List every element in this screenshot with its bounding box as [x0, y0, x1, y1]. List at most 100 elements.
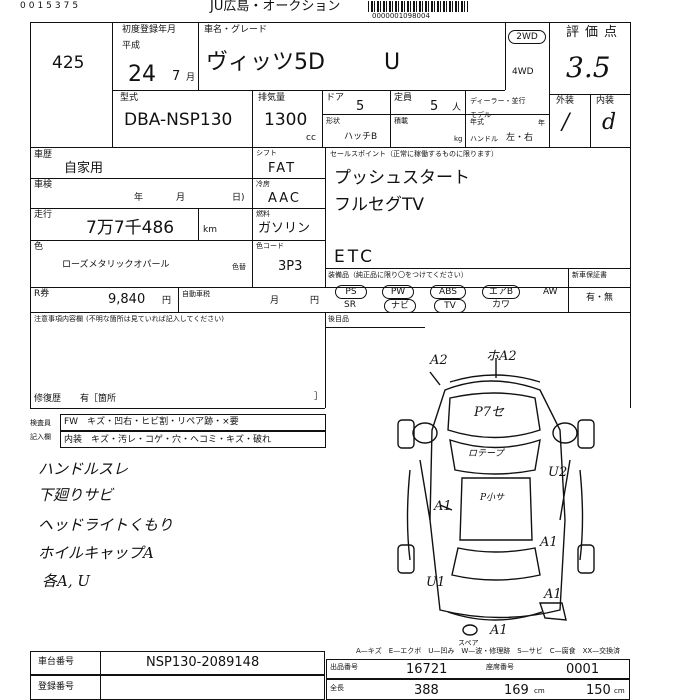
mark-left-door: A1 — [434, 499, 452, 514]
shift-label: シフト — [256, 149, 277, 157]
registration-year: 24 — [128, 62, 156, 87]
recycle-label: R券 — [34, 289, 50, 299]
drive-2wd: 2WD — [508, 30, 546, 44]
mark-right-rear: A1 — [540, 535, 558, 550]
tax-month-unit: 月 — [270, 296, 280, 306]
color-value: ローズメタリックオパール — [62, 260, 170, 270]
inspection-day: 日) — [232, 193, 245, 203]
mark-grille: ロテープ — [468, 449, 504, 459]
equip-abs: ABS — [430, 285, 466, 299]
lot-divider — [112, 22, 113, 147]
doors-value: 5 — [356, 99, 365, 114]
inspection-year: 年 — [134, 193, 144, 203]
height-unit: cm — [534, 687, 545, 695]
exhibitor-label: 出品番号 — [330, 663, 358, 671]
color-paint-label: 色替 — [232, 263, 246, 271]
handle-value: 左・右 — [506, 133, 534, 143]
score-label: 評価点 — [566, 25, 624, 40]
registration-label: 初度登録年月 — [122, 25, 177, 35]
score-value: 3.5 — [566, 51, 611, 84]
size-box — [326, 679, 630, 700]
damage-legend: A—キズ E—エクボ U—凹み W—波・修理跡 S—サビ C—腐食 XX—交換済 — [356, 647, 621, 655]
interior-label: 内装 — [596, 96, 615, 106]
width-value: 150 — [586, 683, 611, 698]
interior-value: d — [602, 110, 617, 135]
model-value: DBA-NSP130 — [124, 110, 233, 130]
mileage-unit: km — [203, 225, 217, 235]
checklist-label1: 検査員 — [30, 419, 51, 427]
handwritten-note-4: ホイルキャップA — [38, 544, 154, 562]
dealer-label: ディーラー・並行 — [470, 97, 526, 105]
displacement-unit: cc — [306, 133, 316, 143]
color-code-label: 色コード — [256, 242, 284, 250]
car-grade: U — [384, 50, 401, 75]
notes-label: 注意事項内容欄 — [34, 315, 83, 323]
checklist-row1-text: FW キズ・凹右・ヒビ割・リペア跡・×要 — [64, 417, 239, 427]
equip-ps: PS — [335, 285, 367, 299]
history-label: 車歴 — [34, 150, 53, 160]
checklist-row2 — [60, 431, 326, 448]
chassis-value: NSP130-2089148 — [146, 655, 260, 670]
mark-right-door: U2 — [548, 465, 568, 480]
exhibitor-box — [326, 659, 630, 679]
mark-left-rear: U1 — [426, 575, 446, 590]
mark-hood: P7セ — [474, 405, 505, 420]
load-label: 積載 — [394, 117, 408, 125]
lot-number: 425 — [52, 53, 85, 73]
shape-value: ハッチB — [344, 132, 378, 142]
repair-end: ］ — [314, 392, 324, 402]
color-code: 3P3 — [278, 259, 303, 274]
seat-value: 0001 — [566, 662, 600, 677]
warranty-value: 有・無 — [586, 293, 614, 303]
checklist-label2: 記入欄 — [30, 433, 51, 441]
equipment-label: 装備品（純正品に限り〇をつけてください） — [328, 271, 468, 279]
sales-point-2: フルセグTV — [334, 195, 425, 215]
doors-label: ドア — [326, 93, 345, 103]
warranty-label: 新車保証書 — [572, 271, 607, 279]
model-label: 型式 — [120, 93, 139, 103]
capacity-label: 定員 — [394, 93, 413, 103]
load-unit: kg — [454, 135, 463, 143]
equip-leather: カワ — [492, 300, 511, 310]
handwritten-note-1: ハンドルスレ — [38, 460, 129, 478]
capacity-unit: 人 — [452, 103, 462, 113]
inspection-label: 車検 — [34, 180, 53, 190]
reg-row — [30, 675, 325, 700]
reg-label: 登録番号 — [38, 682, 75, 692]
barcode-number: 0000001098004 — [372, 12, 430, 20]
size-label: 全長 — [330, 684, 344, 692]
model-year-label: モデル年式 — [470, 111, 491, 126]
frame-left — [30, 22, 31, 408]
sales-point-1: プッシュスタート — [334, 168, 470, 188]
checklist-row2-text: 内装 キズ・汚レ・コゲ・穴・ヘコミ・キズ・破れ — [64, 435, 272, 445]
repair-value: 有［箇所 — [80, 394, 117, 404]
sales-point-3: ETC — [334, 247, 375, 267]
repair-label: 修復歴 — [34, 394, 62, 404]
frame-right — [630, 22, 631, 408]
rear-label: 後目品 — [328, 315, 349, 323]
registration-month-unit: 月 — [186, 73, 196, 83]
displacement-value: 1300 — [264, 110, 308, 130]
top-code: 0015375 — [20, 1, 82, 11]
drive-4wd: 4WD — [512, 67, 534, 77]
checklist-row1 — [60, 414, 326, 431]
width-unit: cm — [614, 687, 625, 695]
fuel-value: ガソリン — [258, 221, 311, 236]
sales-points-label: セールスポイント（正常に稼働するものに限ります） — [330, 150, 498, 158]
history-value: 自家用 — [64, 161, 104, 176]
height-value: 169 — [504, 683, 529, 698]
mark-right-tail: A1 — [544, 587, 562, 602]
equip-sr: SR — [344, 300, 356, 310]
chassis-label: 車台番号 — [38, 657, 75, 667]
shift-value: FAT — [268, 161, 297, 176]
mark-roof: P小サ — [480, 493, 505, 503]
registration-era: 平成 — [122, 41, 141, 51]
mark-top-center: ホA2 — [486, 349, 517, 364]
recycle-unit: 円 — [162, 296, 172, 306]
fuel-label: 燃料 — [256, 210, 270, 218]
handwritten-note-5: 各A, U — [42, 572, 91, 590]
ac-label: 冷房 — [256, 180, 270, 188]
equip-tv: TV — [434, 299, 466, 313]
handwritten-note-3: ヘッドライトくもり — [38, 516, 174, 534]
